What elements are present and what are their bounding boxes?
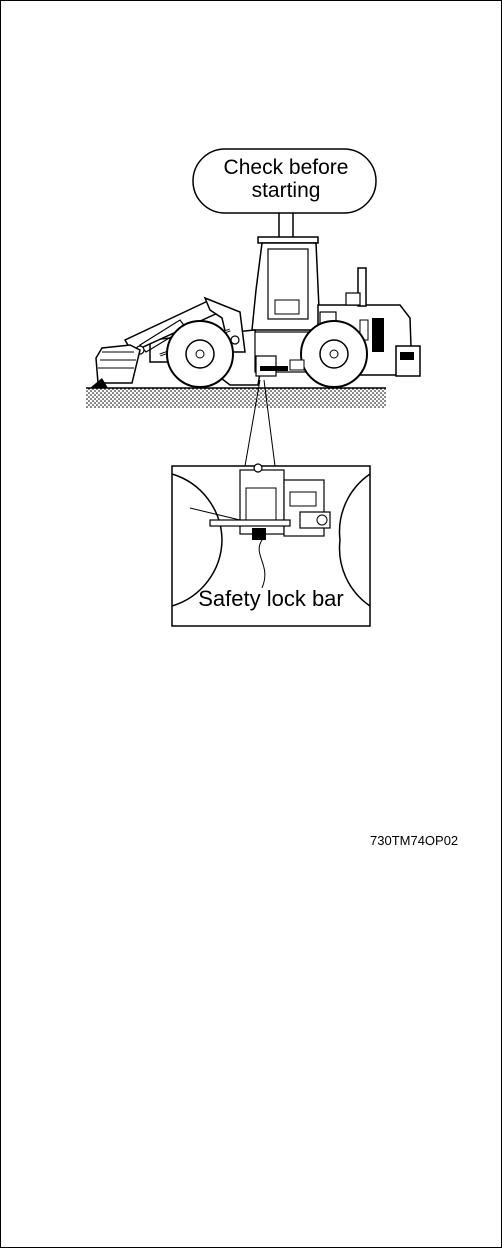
ground — [86, 388, 386, 408]
cab — [251, 242, 321, 331]
figure-code: 730TM74OP02 — [370, 833, 459, 848]
rear-wheel — [300, 320, 368, 388]
cab-window — [267, 248, 309, 320]
callout-line-right — [263, 379, 276, 467]
bucket — [95, 344, 141, 384]
callout-line-left — [244, 379, 261, 467]
cab-roof — [257, 236, 319, 244]
safety-lock-bar-label: Safety lock bar — [198, 586, 344, 611]
counterweight — [395, 345, 421, 377]
sign-post — [278, 211, 294, 241]
inset-detail-drawing — [171, 463, 371, 607]
sign-line-1: Check before — [223, 156, 349, 179]
sign-line-2: starting — [251, 179, 321, 202]
sign-board — [192, 148, 377, 214]
front-wheel — [166, 320, 234, 388]
exhaust-stack — [357, 267, 367, 307]
check-before-starting-sign: Check before starting — [196, 156, 376, 202]
